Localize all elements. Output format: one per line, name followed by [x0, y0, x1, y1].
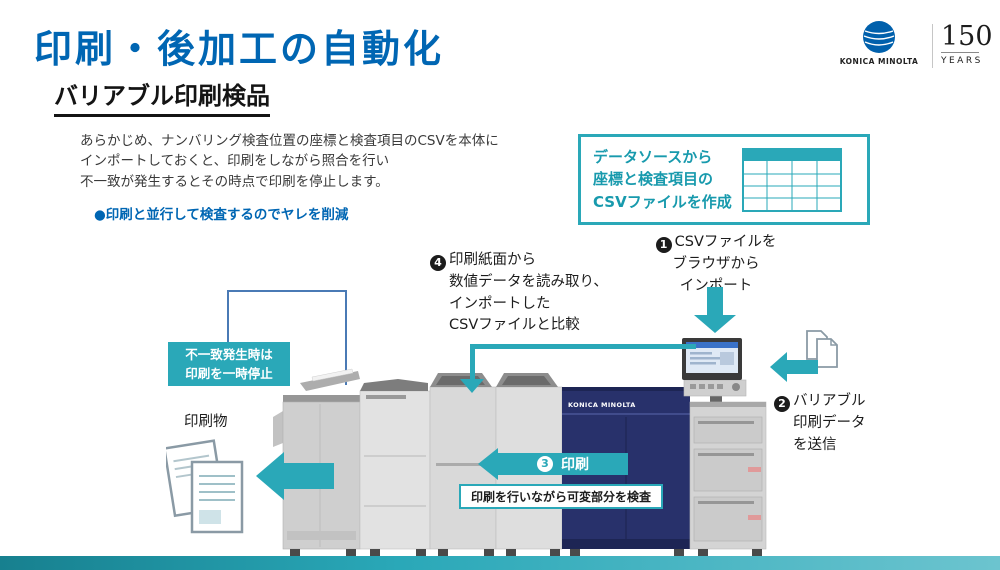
inspect-while-printing-box: 印刷を行いながら可変部分を検査: [459, 484, 663, 509]
brand-text: KONICA MINOLTA: [839, 57, 919, 66]
csv-source-line-1: データソースから: [593, 147, 713, 166]
benefit-bullet: ●印刷と並行して検査するのでヤレを削減: [94, 207, 349, 223]
anniversary-label: YEARS: [941, 56, 983, 66]
paper-feeder-unit: [689, 401, 767, 550]
step-4-line-3: インポートした: [449, 295, 551, 312]
pause-box-line-1: 不一致発生時は: [185, 346, 273, 362]
csv-source-line-3: CSVファイルを作成: [593, 192, 732, 211]
intro-line-1: あらかじめ、ナンバリング検査位置の座標と検査項目のCSVを本体に: [80, 133, 499, 149]
step-1-line-2: ブラウザから: [672, 255, 760, 272]
arrow-head: [478, 448, 498, 480]
step-2-number-icon: 2: [774, 396, 790, 412]
step-4-line-2: 数値データを読み取り、: [449, 273, 608, 290]
send-left-arrow: [770, 352, 818, 382]
step-2-line-3: を送信: [793, 436, 837, 453]
arrow-shaft: [707, 287, 723, 316]
print-arrow: 3 印刷: [478, 448, 628, 480]
print-data-docs-icon: [806, 330, 838, 368]
pause-connector-vertical-left: [227, 290, 229, 342]
compare-connector-vertical: [470, 344, 475, 380]
step-4-line-4: CSVファイルと比較: [449, 317, 580, 334]
printed-output-label: 印刷物: [184, 414, 228, 430]
csv-source-box: データソースから 座標と検査項目の CSVファイルを作成: [578, 134, 870, 225]
arrow-shaft: [787, 360, 818, 374]
step-1-line-3: インポート: [679, 277, 753, 294]
step-4-text-1: 印刷紙面から: [449, 252, 536, 268]
pause-connector-horizontal: [227, 290, 347, 292]
intro-text: あらかじめ、ナンバリング検査位置の座標と検査項目のCSVを本体に インポートして…: [80, 131, 499, 192]
logo-divider: [932, 24, 933, 68]
print-arrow-label: 3 印刷: [498, 453, 628, 475]
csv-source-line-2: 座標と検査項目の: [593, 170, 714, 189]
step-2-text-1: バリアブル: [793, 393, 866, 409]
printed-pages-icon: [166, 439, 244, 534]
section-title: バリアブル印刷検品: [54, 76, 270, 117]
pause-box-line-2: 印刷を一時停止: [185, 366, 273, 381]
import-down-arrow: [694, 287, 736, 334]
anniversary-number: 150: [941, 21, 993, 52]
anniversary-divider: [941, 52, 979, 53]
arrow-head: [770, 352, 787, 382]
page-title: 印刷・後加工の自動化: [34, 27, 445, 71]
control-panel: [682, 338, 747, 402]
pause-on-mismatch-box: 不一致発生時は 印刷を一時停止: [168, 342, 290, 386]
arrow-head: [256, 452, 284, 500]
step-1-text-1: CSVファイルを: [674, 234, 777, 250]
pause-connector-vertical-right: [345, 290, 347, 385]
step-1-number-icon: 1: [655, 237, 672, 253]
arrow-head: [694, 315, 736, 333]
printer-illustration: KONICA MINOLTA: [273, 338, 767, 556]
konica-minolta-globe-icon: [863, 21, 895, 53]
step-4-number-icon: 4: [430, 255, 446, 271]
step-2-line-2: 印刷データ: [793, 414, 866, 431]
printer-casters: [290, 549, 762, 556]
intro-line-3: 不一致が発生するとその時点で印刷を停止します。: [80, 173, 389, 190]
csv-source-text: データソースから 座標と検査項目の CSVファイルを作成: [593, 146, 732, 214]
compare-connector-horizontal: [470, 344, 696, 349]
step-3-text: 印刷: [561, 457, 589, 473]
step-3-number-icon: 3: [537, 456, 553, 472]
spreadsheet-icon: [741, 147, 842, 212]
exit-unit: [359, 379, 431, 550]
footer-accent-bar: [0, 556, 1000, 570]
output-left-arrow: [256, 452, 334, 500]
printer-brand-text: KONICA MINOLTA: [568, 401, 636, 409]
compare-connector-arrowhead: [460, 379, 484, 393]
arrow-shaft: [284, 463, 334, 489]
intro-line-2: インポートしておくと、印刷をしながら照合を行い: [80, 153, 390, 170]
